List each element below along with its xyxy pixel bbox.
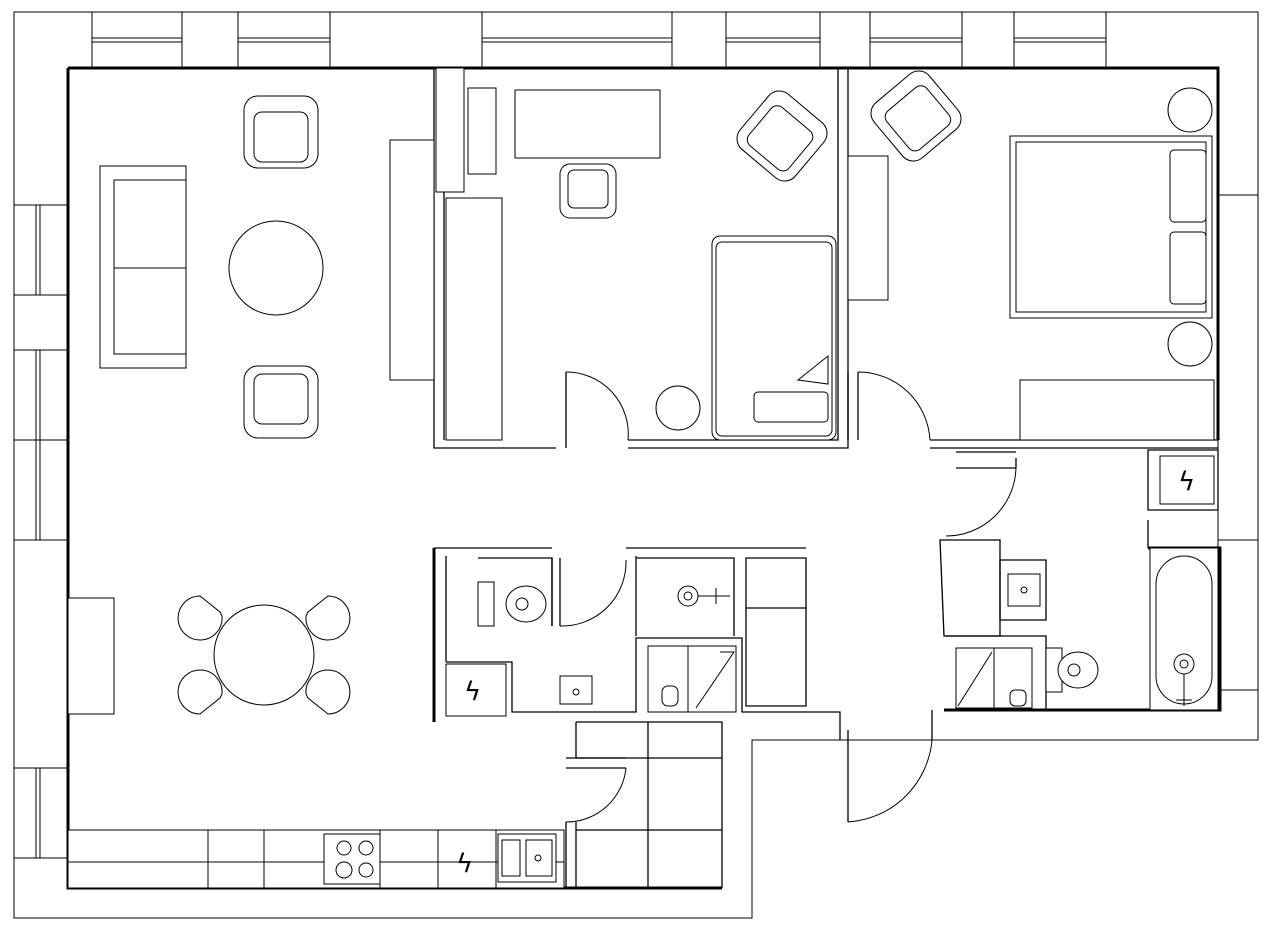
kitchen: ϟ: [68, 830, 564, 888]
toilet-icon: [1046, 648, 1098, 692]
study-room: [436, 68, 836, 440]
toilet-icon: [478, 582, 546, 626]
door-swings: [560, 372, 1016, 822]
dresser: [848, 156, 888, 300]
bed-icon: [712, 236, 836, 440]
shelf: [468, 88, 496, 174]
stove-icon: [324, 834, 380, 884]
laundry: [956, 648, 1032, 708]
top-windows: [92, 12, 1106, 68]
living-room: [68, 96, 434, 714]
nightstand: [1168, 322, 1212, 366]
bathtub-icon: [1150, 548, 1218, 710]
laundry: [648, 646, 736, 712]
kitchen-counter: [68, 830, 564, 888]
sofa-icon: [100, 166, 186, 368]
outlet-symbol: ϟ: [456, 849, 473, 879]
left-windows: [14, 205, 68, 858]
side-table: [656, 386, 700, 430]
armchair-icon: [731, 85, 832, 186]
sink-icon: [1008, 574, 1040, 606]
dining-table: [178, 596, 350, 714]
bed-icon: [1010, 136, 1212, 318]
shelf: [436, 68, 464, 192]
shower-tray: [678, 586, 730, 606]
outlet-symbol: ϟ: [1178, 467, 1195, 497]
master-bedroom: [848, 65, 1214, 440]
central-wc: ϟ: [446, 582, 736, 716]
wardrobe: [1020, 380, 1214, 440]
sink-icon: [498, 834, 556, 882]
wardrobe: [446, 198, 502, 440]
sink-icon: [560, 676, 592, 704]
nightstand: [1168, 88, 1212, 132]
electric-panel-icon: [1160, 456, 1214, 504]
armchair-icon: [244, 96, 318, 168]
electric-panel-icon: [446, 664, 506, 716]
desk-chair: [560, 164, 616, 218]
sideboard: [68, 598, 114, 714]
desk: [515, 90, 660, 158]
coffee-table: [229, 221, 323, 315]
armchair-icon: [244, 366, 318, 438]
armchair-icon: [865, 65, 966, 166]
tv-cabinet: [390, 140, 434, 380]
outlet-symbol: ϟ: [464, 677, 481, 707]
right-bathroom: ϟ: [956, 456, 1218, 710]
